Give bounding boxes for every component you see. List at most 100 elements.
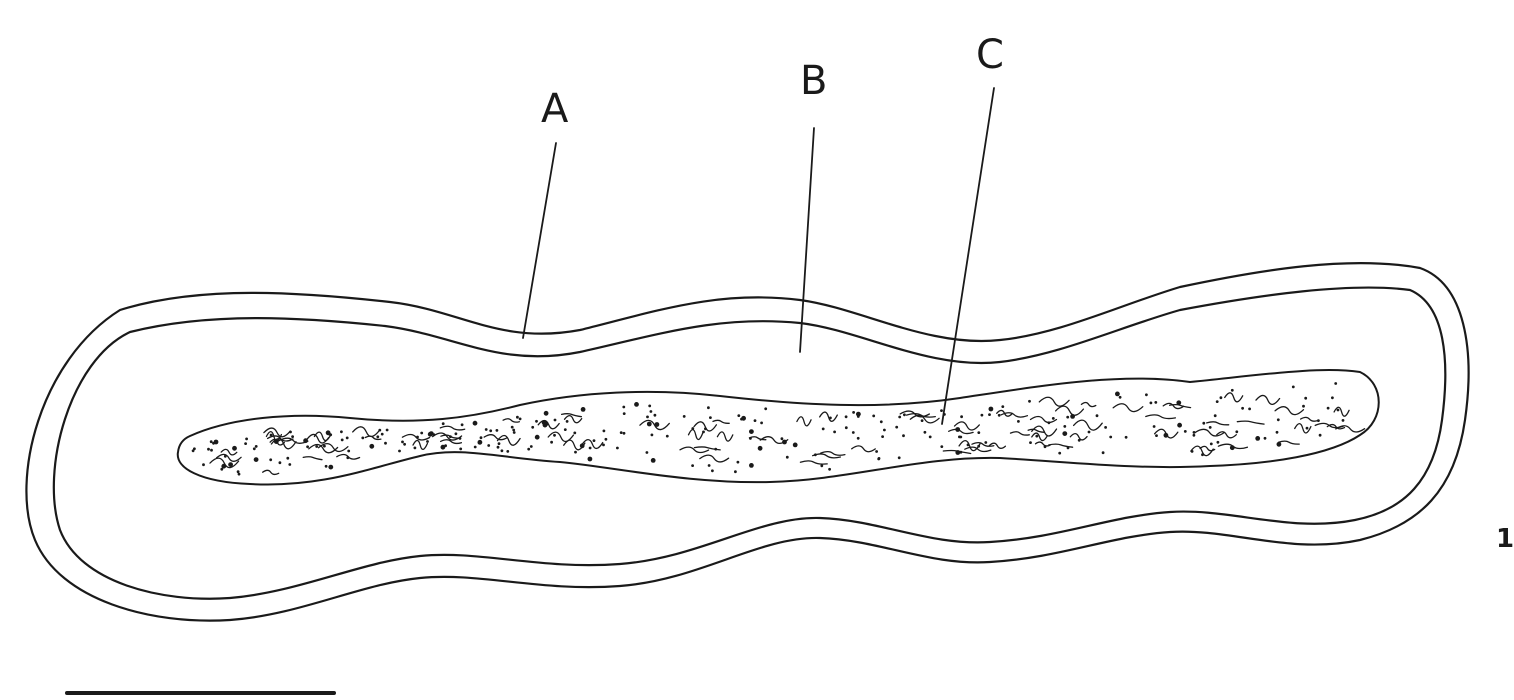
granule-dot <box>654 414 657 417</box>
granule-dot <box>442 422 445 425</box>
label-c: C <box>976 32 1004 78</box>
granule-dot <box>244 442 247 445</box>
granule-squiggle <box>1275 407 1303 415</box>
granule-squiggle <box>1301 417 1319 421</box>
figure-number: 1 <box>1496 524 1514 554</box>
granule-dot <box>878 457 881 460</box>
granule-dot <box>958 436 961 439</box>
granule-dot <box>1155 434 1158 437</box>
granule-dot <box>707 406 710 409</box>
granule-dot <box>1241 407 1244 410</box>
granule-dot <box>902 434 905 437</box>
granule-dot <box>1334 382 1337 385</box>
granule-dot <box>857 437 860 440</box>
granule-squiggle <box>264 428 290 437</box>
granule-dot <box>496 429 499 432</box>
granule-dot <box>1115 392 1120 397</box>
granule-dot <box>341 439 344 442</box>
granule-dot <box>764 407 767 410</box>
granule-dot <box>473 421 478 426</box>
granule-dot <box>651 458 656 463</box>
granule-dot <box>683 415 686 418</box>
granule-dot <box>361 437 364 440</box>
granule-dot <box>207 448 210 451</box>
granule-dot <box>758 446 763 451</box>
granule-dot <box>401 441 404 444</box>
granule-dot <box>325 465 328 468</box>
granule-dot <box>711 469 714 472</box>
granule-dot <box>880 420 883 423</box>
granule-dot <box>1150 402 1153 405</box>
granule-dot <box>414 447 417 450</box>
granule-dot <box>1302 405 1305 408</box>
granule-dot <box>340 430 343 433</box>
granule-dot <box>581 407 586 412</box>
granule-dot <box>214 440 219 445</box>
granule-dot <box>998 414 1001 417</box>
granule-dot <box>924 431 927 434</box>
granule-squiggle <box>700 455 729 462</box>
granule-dot <box>708 464 711 467</box>
granule-dot <box>255 445 258 448</box>
granule-dot <box>872 415 875 418</box>
granule-dot <box>1337 409 1340 412</box>
outer-wall-outline <box>26 263 1468 621</box>
granule-squiggle <box>1028 429 1044 432</box>
granule-dot <box>398 450 401 453</box>
granule-dot <box>535 420 538 423</box>
granule-dot <box>929 436 932 439</box>
granule-dot <box>1096 414 1099 417</box>
granule-dot <box>459 448 462 451</box>
granule-dot <box>553 434 556 437</box>
granule-dot <box>485 428 488 431</box>
leader-line-c <box>942 88 994 424</box>
granule-dot <box>852 431 855 434</box>
granule-dot <box>623 412 626 415</box>
granule-squiggle <box>1049 444 1073 447</box>
granule-dot <box>1177 423 1182 428</box>
granule-dot <box>531 426 534 429</box>
granule-dot <box>487 444 490 447</box>
granule-dot <box>381 433 384 436</box>
granule-squiggle <box>538 421 559 429</box>
granule-dot <box>474 446 477 449</box>
granule-dot <box>1028 400 1031 403</box>
granule-dot <box>566 420 569 423</box>
granule-dot <box>1276 431 1279 434</box>
granule-dot <box>646 416 649 419</box>
granule-dot <box>828 468 831 471</box>
granule-dot <box>455 432 458 435</box>
granule-dot <box>793 443 798 448</box>
granule-dot <box>1193 434 1196 437</box>
granule-squiggle <box>548 432 573 441</box>
granule-dot <box>977 431 980 434</box>
granule-dot <box>634 402 639 407</box>
granule-dot <box>192 449 195 452</box>
granule-dot <box>1214 414 1217 417</box>
granule-squiggle <box>1011 432 1030 435</box>
granule-dot <box>286 457 289 460</box>
granule-dot <box>506 450 509 453</box>
granule-dot <box>513 431 516 434</box>
granule-squiggle <box>263 470 279 474</box>
granule-dot <box>210 440 213 443</box>
granule-dot <box>1109 436 1112 439</box>
granule-dot <box>646 451 649 454</box>
granule-dot <box>1216 400 1219 403</box>
granule-dot <box>535 435 540 440</box>
granule-dot <box>1209 426 1212 429</box>
granule-dot <box>461 423 464 426</box>
granule-squiggle <box>689 430 703 440</box>
granule-dot <box>269 458 272 461</box>
granule-dot <box>554 419 557 422</box>
granule-dot <box>210 449 213 452</box>
granule-dot <box>369 444 374 449</box>
granule-dot <box>511 426 514 429</box>
granule-dot <box>647 422 652 427</box>
granule-squiggle <box>1207 422 1229 425</box>
granule-dot <box>1202 422 1205 425</box>
granule-dot <box>245 438 248 441</box>
granule-squiggle <box>1032 426 1057 436</box>
granule-dot <box>895 426 898 429</box>
